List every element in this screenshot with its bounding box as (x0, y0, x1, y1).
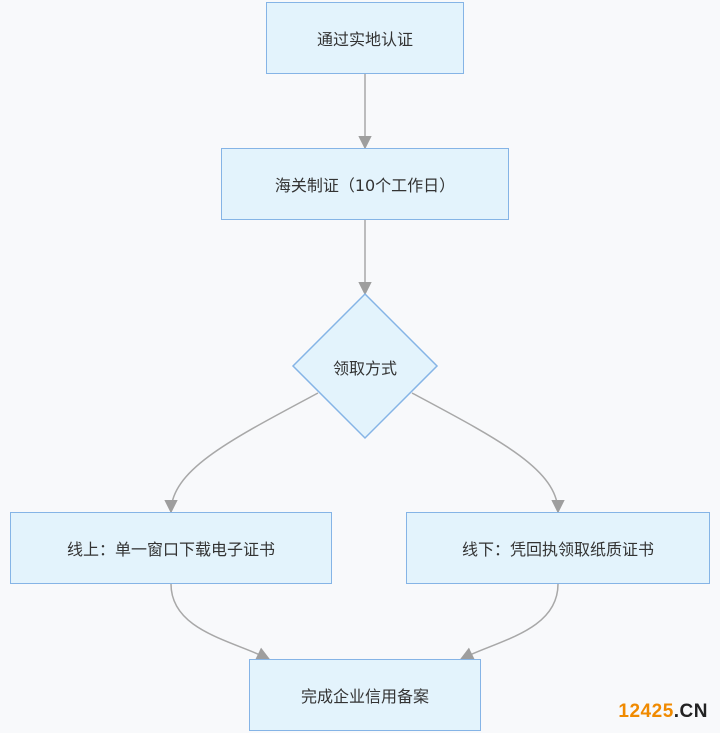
node-online: 线上：单一窗口下载电子证书 (10, 512, 332, 584)
edge-method-to-offline (411, 392, 565, 514)
decision-diamond (291, 292, 439, 440)
node-verify-label: 通过实地认证 (316, 30, 413, 49)
node-offline-label: 线下：凭回执领取纸质证书 (461, 540, 654, 559)
node-offline: 线下：凭回执领取纸质证书 (406, 512, 710, 584)
node-online-label: 线上：单一窗口下载电子证书 (66, 540, 275, 559)
watermark-suffix: .CN (673, 701, 708, 722)
edge-offline-to-complete (459, 583, 559, 660)
node-complete-label: 完成企业信用备案 (300, 687, 429, 706)
node-method-label: 领取方式 (332, 359, 397, 378)
edge-online-to-complete (170, 583, 271, 660)
edge-method-to-online (164, 392, 319, 514)
node-customs: 海关制证（10个工作日） (221, 148, 509, 220)
node-verify: 通过实地认证 (266, 2, 464, 74)
watermark-number: 12425 (618, 701, 674, 722)
node-complete: 完成企业信用备案 (249, 659, 481, 731)
site-watermark: 12425.CN (618, 701, 708, 723)
node-customs-label: 海关制证（10个工作日） (274, 176, 456, 195)
